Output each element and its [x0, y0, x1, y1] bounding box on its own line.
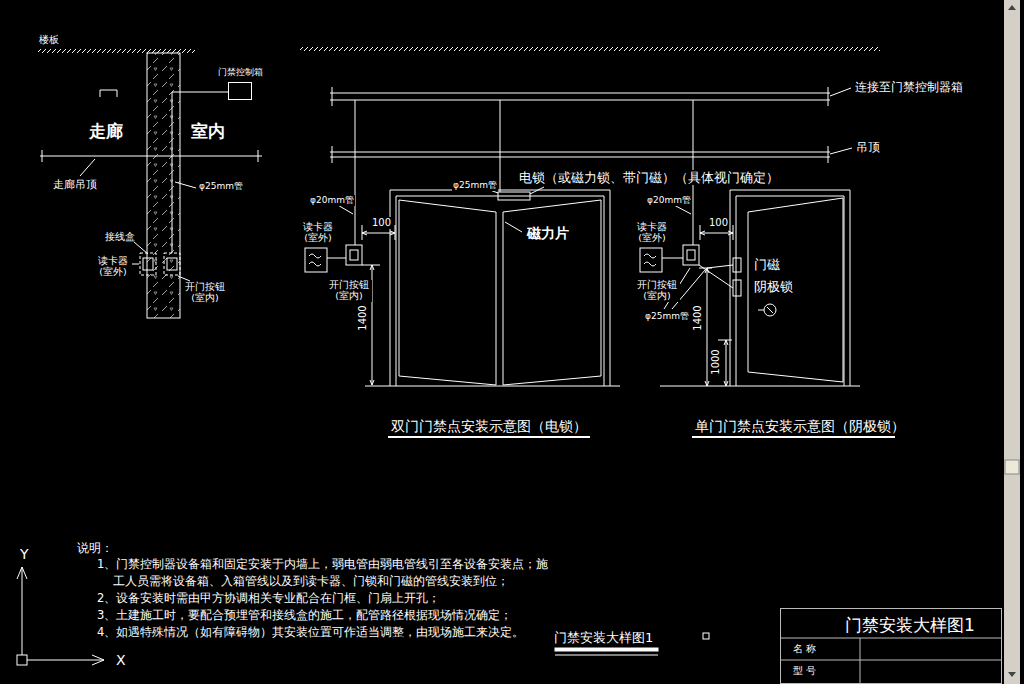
ceiling-label: 走廊吊顶	[52, 178, 98, 191]
pipe-label: 连接至门禁控制器箱	[854, 80, 964, 94]
reader-label: 读卡器 (室外)	[299, 222, 337, 244]
single-door	[683, 245, 699, 265]
note-heading: 说明：	[76, 541, 114, 555]
caption-underline	[555, 655, 658, 656]
box-label: 接线盒	[104, 231, 136, 242]
box-title: 门禁安装大样图1	[845, 615, 975, 635]
dimension: 1400	[692, 304, 704, 331]
controller-box: 门禁控制箱	[228, 82, 252, 100]
wall-section	[167, 258, 177, 270]
title-block: 门禁安装大样图1 名 称型 号	[780, 608, 1002, 684]
pipe-label: φ25mm管	[644, 311, 690, 322]
axis-label: X	[115, 652, 127, 669]
figure-title: 双门门禁点安装示意图（电锁）	[390, 418, 588, 435]
double-door	[346, 245, 362, 265]
axis-label: Y	[19, 546, 30, 563]
double-door	[365, 386, 620, 387]
ceiling-pipes	[330, 146, 830, 163]
scrollbar	[1005, 460, 1019, 474]
figure-title: 单门门禁点安装示意图（阴极锁）	[694, 418, 906, 435]
dimension: 1000	[710, 348, 722, 375]
dimension: 100	[371, 217, 392, 229]
single-door	[733, 258, 741, 272]
double-door	[305, 248, 327, 272]
single-door	[748, 198, 843, 382]
slab-hatch	[38, 47, 880, 53]
single-door	[687, 250, 695, 260]
scrollbar	[1008, 5, 1016, 677]
single-door	[730, 190, 850, 386]
single-door	[660, 386, 860, 387]
axis-icon	[17, 567, 104, 665]
table-cell: 名 称	[793, 643, 816, 655]
double-door	[503, 200, 601, 385]
drawing-caption: 门禁安装大样图1	[553, 630, 654, 646]
wall-section	[164, 253, 180, 275]
caption-underline	[703, 633, 709, 639]
double-door	[390, 190, 610, 386]
pipe-label: φ20mm管	[309, 195, 355, 206]
pipe-label: φ25mm管	[452, 180, 498, 191]
ceiling-pipes	[830, 88, 852, 154]
axis-icon	[27, 655, 104, 665]
slab-hatch	[38, 49, 195, 53]
title-block-grid	[780, 638, 1002, 684]
slab-label: 楼板	[38, 34, 60, 46]
single-door	[640, 190, 895, 437]
scrollbar	[1004, 0, 1020, 684]
button-label: 开门按钮 (室内)	[182, 282, 228, 304]
axis-icon	[17, 567, 27, 655]
double-door	[399, 200, 496, 385]
note: 3、土建施工时，要配合预埋管和接线盒的施工，配管路径根据现场情况确定；	[97, 607, 513, 624]
caption-underline	[555, 648, 658, 651]
single-door	[644, 254, 656, 266]
dimension: 100	[708, 217, 729, 229]
ceiling-pipes	[330, 87, 830, 106]
scrollbar	[1004, 0, 1020, 684]
ceiling-label: 吊顶	[855, 140, 881, 154]
part-label: 阴极锁	[753, 279, 794, 295]
double-door	[309, 254, 321, 266]
area-label: 室内	[190, 121, 226, 141]
single-door	[733, 280, 741, 296]
double-door	[350, 250, 358, 260]
wall-section	[143, 258, 153, 270]
note: 4、如遇特殊情况（如有障碍物）其安装位置可作适当调整，由现场施工来决定。	[97, 624, 525, 641]
axis-icon	[17, 655, 27, 665]
reader-label: 读卡器 (室外)	[633, 222, 671, 244]
double-door	[305, 187, 620, 437]
single-door	[640, 248, 662, 272]
double-door	[498, 192, 530, 200]
table-cell: 型 号	[793, 665, 816, 677]
note: 2、设备安装时需由甲方协调相关专业配合在门框、门扇上开孔；	[97, 590, 441, 607]
lock-label: 电锁（或磁力锁、带门磁）（具体视门确定）	[518, 170, 780, 185]
reader-label: 读卡器 (室外)	[94, 256, 132, 278]
double-door	[388, 436, 590, 438]
pipe-label: φ20mm管	[646, 195, 692, 206]
ceiling-pipes	[330, 87, 852, 245]
slab-hatch	[300, 47, 880, 51]
part-label: 门磁	[753, 257, 781, 273]
wall-section	[140, 253, 156, 275]
button-label: 开门按钮 (室内)	[326, 280, 372, 302]
wall-section	[100, 90, 117, 97]
single-door	[692, 436, 895, 438]
part-label: 磁力片	[526, 225, 570, 242]
dimension: 1400	[357, 304, 369, 331]
title-block-grid	[780, 638, 1002, 684]
wall-section	[40, 150, 262, 162]
wall-section	[172, 92, 228, 253]
area-label: 走廊	[88, 121, 124, 141]
wall-section	[40, 53, 262, 318]
wall-section	[147, 53, 180, 318]
box-title: 门禁控制箱	[218, 67, 263, 78]
note: 1、门禁控制器设备箱和固定安装于内墙上，弱电管由弱电管线引至各设备安装点；施工人…	[97, 556, 554, 589]
pipe-label: φ25mm管	[198, 181, 244, 192]
button-label: 开门按钮 (室内)	[634, 280, 680, 302]
single-door	[758, 307, 773, 313]
